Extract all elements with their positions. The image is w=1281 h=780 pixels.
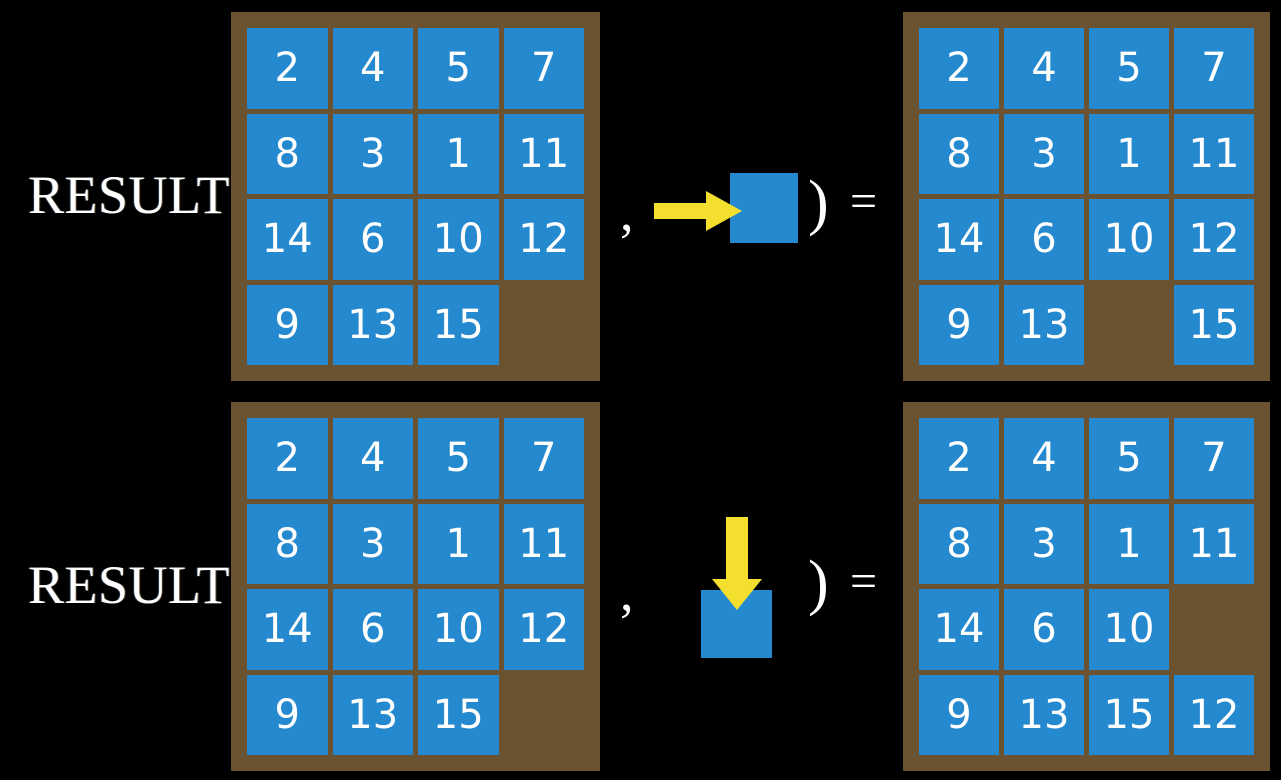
puzzle-tile[interactable]: 7 bbox=[503, 28, 584, 109]
puzzle-tile[interactable]: 13 bbox=[1004, 284, 1084, 365]
puzzle-tile[interactable]: 7 bbox=[1174, 28, 1254, 109]
puzzle-tile[interactable]: 15 bbox=[418, 674, 499, 755]
puzzle-tile[interactable]: 10 bbox=[418, 199, 499, 280]
puzzle-tile[interactable]: 11 bbox=[503, 113, 584, 194]
puzzle-tile[interactable]: 11 bbox=[503, 503, 584, 584]
puzzle-tile[interactable]: 14 bbox=[919, 199, 999, 280]
puzzle-tile[interactable]: 7 bbox=[503, 418, 584, 499]
move-right-action bbox=[650, 165, 800, 255]
equals-sign-row-2: = bbox=[850, 555, 878, 608]
result-label-row-2: RESULT( bbox=[28, 555, 249, 615]
puzzle-tile[interactable]: 2 bbox=[919, 28, 999, 109]
puzzle-tile[interactable]: 12 bbox=[1174, 199, 1254, 280]
action-tile-row-1 bbox=[730, 173, 798, 243]
puzzle-tile[interactable]: 3 bbox=[332, 503, 413, 584]
puzzle-tile[interactable]: 14 bbox=[919, 589, 999, 670]
puzzle-tile[interactable]: 11 bbox=[1174, 503, 1254, 584]
equals-sign-row-1: = bbox=[850, 175, 878, 228]
puzzle-tile[interactable]: 9 bbox=[247, 674, 328, 755]
puzzle-tile[interactable]: 6 bbox=[1004, 589, 1084, 670]
puzzle-tile[interactable]: 12 bbox=[503, 589, 584, 670]
puzzle-tile[interactable]: 5 bbox=[1089, 28, 1169, 109]
puzzle-tile[interactable]: 2 bbox=[247, 418, 328, 499]
puzzle-tile[interactable]: 1 bbox=[418, 503, 499, 584]
puzzle-tile[interactable]: 3 bbox=[1004, 503, 1084, 584]
puzzle-tile[interactable]: 13 bbox=[332, 674, 413, 755]
puzzle-tile[interactable]: 11 bbox=[1174, 113, 1254, 194]
close-paren-row-1: ) bbox=[808, 169, 829, 237]
puzzle-tile[interactable]: 15 bbox=[1174, 284, 1254, 365]
comma-row-2: , bbox=[620, 562, 634, 622]
puzzle-tile[interactable]: 2 bbox=[247, 28, 328, 109]
arrow-right-icon bbox=[654, 191, 742, 231]
puzzle-tile[interactable]: 5 bbox=[418, 418, 499, 499]
puzzle-tile[interactable]: 3 bbox=[332, 113, 413, 194]
puzzle-tile[interactable]: 9 bbox=[919, 284, 999, 365]
puzzle-tile[interactable]: 12 bbox=[503, 199, 584, 280]
puzzle-blank-cell bbox=[1174, 589, 1254, 670]
puzzle-tile[interactable]: 2 bbox=[919, 418, 999, 499]
puzzle-blank-cell bbox=[1089, 285, 1169, 366]
puzzle-tile[interactable]: 7 bbox=[1174, 418, 1254, 499]
puzzle-tile[interactable]: 4 bbox=[332, 28, 413, 109]
move-down-action bbox=[690, 505, 800, 665]
puzzle-tile[interactable]: 14 bbox=[247, 199, 328, 280]
puzzle-tile[interactable]: 6 bbox=[1004, 199, 1084, 280]
puzzle-tile[interactable]: 5 bbox=[418, 28, 499, 109]
puzzle-tile[interactable]: 5 bbox=[1089, 418, 1169, 499]
comma-row-1: , bbox=[620, 182, 634, 242]
puzzle-tile[interactable]: 13 bbox=[332, 284, 413, 365]
puzzle-tile[interactable]: 4 bbox=[332, 418, 413, 499]
close-paren-row-2: ) bbox=[808, 549, 829, 617]
puzzle-tile[interactable]: 3 bbox=[1004, 113, 1084, 194]
puzzle-tile[interactable]: 8 bbox=[919, 113, 999, 194]
puzzle-tile[interactable]: 1 bbox=[418, 113, 499, 194]
puzzle-tile[interactable]: 4 bbox=[1004, 418, 1084, 499]
puzzle-tile[interactable]: 4 bbox=[1004, 28, 1084, 109]
puzzle-tile[interactable]: 6 bbox=[332, 589, 413, 670]
puzzle-blank-cell bbox=[504, 285, 585, 366]
puzzle-tile[interactable]: 15 bbox=[418, 284, 499, 365]
puzzle-tile[interactable]: 8 bbox=[919, 503, 999, 584]
arrow-down-icon bbox=[712, 517, 762, 610]
puzzle-tile[interactable]: 9 bbox=[247, 284, 328, 365]
puzzle-tile[interactable]: 9 bbox=[919, 674, 999, 755]
puzzle-tile[interactable]: 12 bbox=[1174, 674, 1254, 755]
puzzle-tile[interactable]: 6 bbox=[332, 199, 413, 280]
puzzle-tile[interactable]: 8 bbox=[247, 113, 328, 194]
puzzle-tile[interactable]: 10 bbox=[1089, 589, 1169, 670]
puzzle-tile[interactable]: 10 bbox=[418, 589, 499, 670]
puzzle-tile[interactable]: 8 bbox=[247, 503, 328, 584]
puzzle-tile[interactable]: 15 bbox=[1089, 674, 1169, 755]
puzzle-tile[interactable]: 1 bbox=[1089, 503, 1169, 584]
puzzle-tile[interactable]: 14 bbox=[247, 589, 328, 670]
puzzle-tile[interactable]: 10 bbox=[1089, 199, 1169, 280]
puzzle-blank-cell bbox=[504, 675, 585, 756]
puzzle-tile[interactable]: 1 bbox=[1089, 113, 1169, 194]
puzzle-tile[interactable]: 13 bbox=[1004, 674, 1084, 755]
result-label-row-1: RESULT( bbox=[28, 165, 249, 225]
